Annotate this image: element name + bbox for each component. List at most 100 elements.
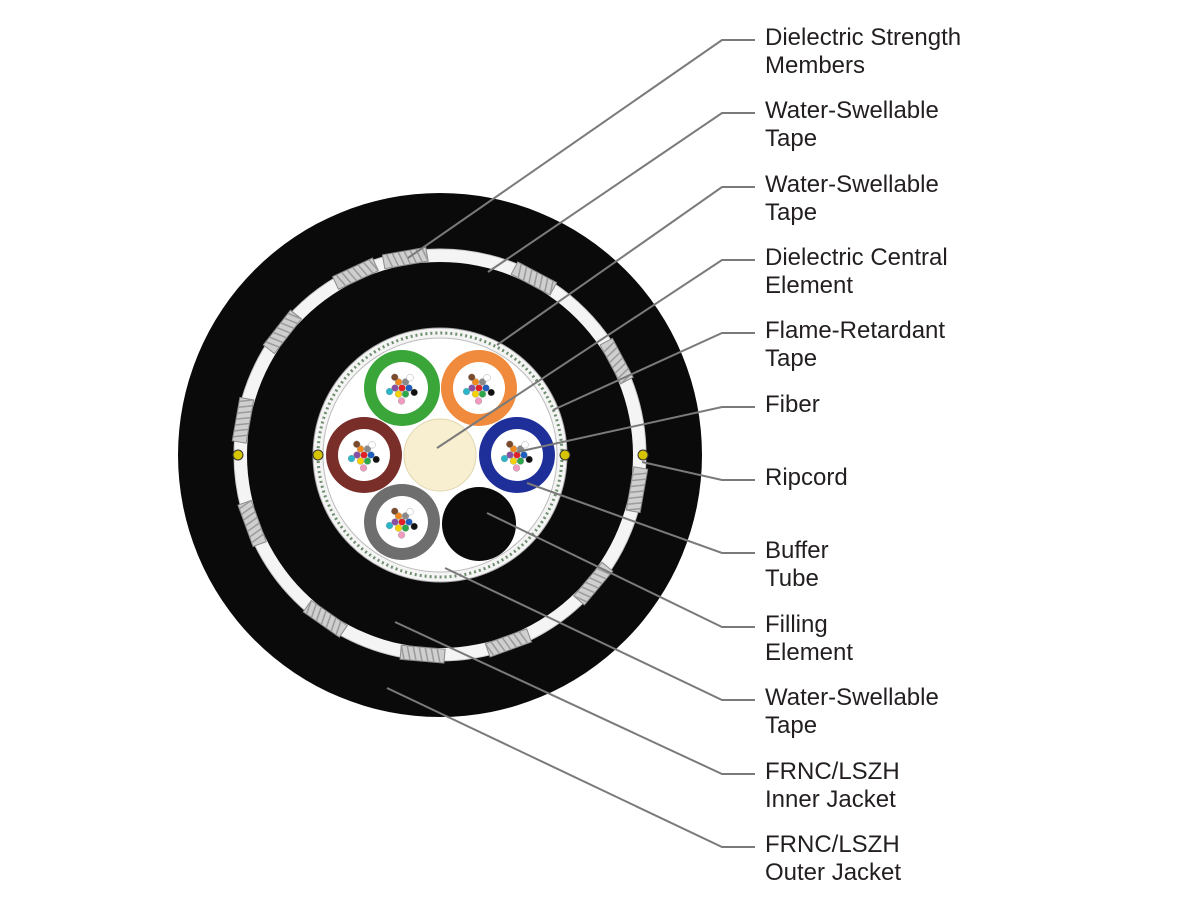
- strength-member-stripe: [315, 607, 322, 622]
- strength-member-stripe: [412, 646, 417, 661]
- strength-member-stripe: [518, 631, 529, 644]
- fiber: [394, 524, 403, 532]
- strength-member-stripe: [400, 645, 405, 660]
- strength-member-stripe: [269, 336, 284, 344]
- strength-member-stripe: [234, 422, 250, 426]
- leader-line: [516, 406, 755, 453]
- fiber: [401, 390, 410, 398]
- fiber: [401, 378, 410, 386]
- fiber: [391, 384, 399, 392]
- label-filling-element: Filling Element: [765, 611, 853, 666]
- strength-member-stripe: [490, 641, 501, 655]
- label-line: Outer Jacket: [765, 859, 901, 886]
- fiber: [356, 457, 365, 465]
- fiber: [405, 518, 413, 526]
- strength-member-stripe: [346, 269, 358, 282]
- label-line: Ripcord: [765, 464, 848, 491]
- fiber: [487, 388, 495, 397]
- fiber: [516, 457, 525, 465]
- fiber: [385, 387, 394, 396]
- label-line: Flame-Retardant: [765, 317, 945, 344]
- fiber: [401, 512, 410, 520]
- strength-member-stripe: [606, 346, 618, 358]
- strength-member-stripe: [584, 581, 599, 589]
- fiber: [410, 522, 418, 531]
- strength-member-stripe: [533, 272, 538, 287]
- strength-member-stripe: [357, 264, 369, 277]
- strength-member-stripe: [573, 595, 588, 603]
- fiber: [398, 384, 406, 392]
- fiber: [406, 508, 414, 516]
- strength-member-stripe: [245, 516, 258, 527]
- strength-member-stripe: [501, 637, 512, 650]
- ripcord-dot: [232, 449, 244, 461]
- strength-member-stripe: [581, 586, 596, 594]
- fiber: [506, 440, 514, 448]
- fiber: [363, 457, 372, 465]
- fiber: [471, 390, 480, 398]
- fiber: [520, 451, 528, 459]
- strength-member: [302, 599, 349, 638]
- leader-line: [526, 482, 755, 554]
- label-inner-jacket: FRNC/LSZH Inner Jacket: [765, 758, 906, 813]
- strength-member-stripe: [341, 271, 352, 284]
- leader-line: [496, 186, 755, 346]
- fiber: [506, 451, 514, 459]
- label-line: Fiber: [765, 391, 820, 418]
- cable-cross-section: [178, 193, 702, 717]
- fiber: [401, 524, 410, 532]
- strength-member-stripe: [538, 274, 544, 290]
- strength-member-stripe: [629, 490, 644, 494]
- strength-member-stripe: [362, 261, 374, 274]
- strength-member-stripe: [424, 647, 429, 662]
- callout-labels: Dielectric Strength Members Water-Swella…: [765, 24, 961, 886]
- strength-member-stripe: [614, 362, 627, 374]
- fiber: [468, 384, 476, 392]
- strength-member-stripe: [238, 499, 252, 510]
- fiber: [347, 454, 356, 463]
- strength-member-stripe: [237, 410, 252, 414]
- label-water-swellable-tape-outer: Water-Swellable Tape: [765, 97, 946, 152]
- label-ripcord: Ripcord: [765, 464, 848, 491]
- fiber: [363, 445, 372, 453]
- strength-member-stripe: [280, 322, 295, 330]
- strength-member-stripe: [272, 331, 287, 339]
- strength-member-stripe: [631, 478, 647, 482]
- strength-member-stripe: [549, 280, 554, 296]
- fiber: [500, 454, 509, 463]
- strength-member-stripe: [436, 648, 441, 663]
- strength-member-stripe: [276, 326, 291, 334]
- strength-member-stripe: [325, 613, 332, 629]
- fiber: [391, 507, 399, 515]
- label-line: Element: [765, 639, 853, 666]
- fiber: [525, 455, 533, 464]
- strength-member-stripe: [283, 317, 299, 325]
- strength-member-stripe: [239, 399, 254, 403]
- strength-member-stripe: [238, 405, 253, 409]
- label-line: Tape: [765, 125, 817, 152]
- strength-member-stripe: [320, 610, 327, 625]
- strength-member-stripe: [368, 259, 379, 272]
- fiber: [353, 440, 361, 448]
- strength-member-stripe: [507, 635, 518, 648]
- strength-member-stripe: [310, 603, 317, 618]
- label-line: FRNC/LSZH: [765, 831, 900, 858]
- strength-member-stripe: [391, 252, 400, 267]
- strength-member-stripe: [603, 341, 615, 353]
- fiber: [468, 373, 476, 381]
- fiber: [394, 390, 403, 398]
- strength-member-stripe: [528, 269, 533, 284]
- strength-member-stripe: [630, 484, 646, 488]
- fiber: [397, 397, 406, 405]
- strength-member-stripe: [397, 251, 406, 266]
- strength-member-stripe: [626, 507, 641, 511]
- leader-line: [436, 259, 755, 449]
- label-fiber: Fiber: [765, 391, 820, 418]
- strength-member-body: [231, 396, 255, 444]
- fiber: [368, 441, 376, 449]
- strength-member-stripe: [517, 263, 523, 279]
- strength-member-stripe: [232, 434, 248, 438]
- fiber: [474, 397, 483, 405]
- label-line: Dielectric Central: [765, 244, 948, 271]
- leader-line: [641, 461, 755, 481]
